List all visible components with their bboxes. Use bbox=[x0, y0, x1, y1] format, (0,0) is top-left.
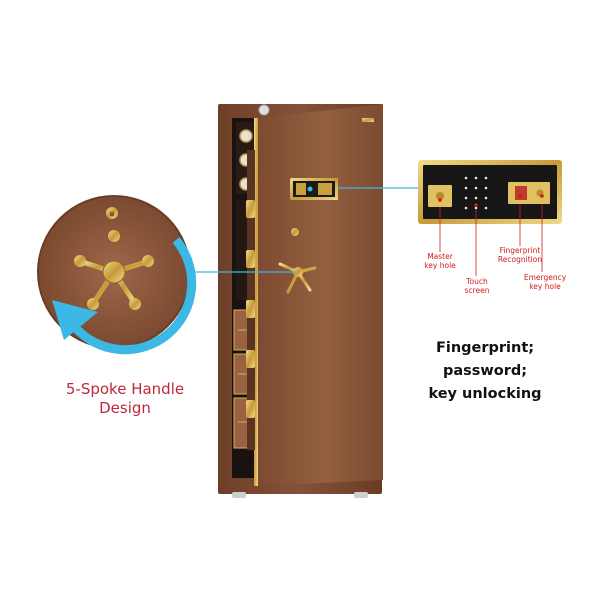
fingerprint-label-line2: Recognition bbox=[497, 255, 543, 264]
control-panel-zoom bbox=[418, 160, 562, 276]
handle-caption-line2: Design bbox=[99, 399, 151, 417]
touch-screen-label: Touch screen bbox=[452, 277, 502, 295]
handle-zoom-circle bbox=[37, 195, 197, 355]
emergency-label-line1: Emergency bbox=[523, 273, 567, 282]
touch-screen-label-line2: screen bbox=[464, 286, 490, 295]
master-key-hole-label-line2: key hole bbox=[424, 261, 456, 270]
unlock-caption-line2: password; bbox=[442, 363, 528, 379]
unlock-caption-line3: key unlocking bbox=[428, 386, 542, 402]
emergency-label-line2: key hole bbox=[529, 282, 561, 291]
emergency-key-hole-label: Emergency key hole bbox=[520, 273, 570, 291]
handle-caption-line1: 5-Spoke Handle bbox=[65, 380, 185, 398]
master-key-hole-label-line1: Master bbox=[427, 252, 453, 261]
fingerprint-recognition-label: Fingerprint Recognition bbox=[490, 246, 550, 264]
safe-door bbox=[246, 104, 383, 486]
unlock-caption-line1: Fingerprint; bbox=[435, 340, 535, 356]
fingerprint-label-line1: Fingerprint bbox=[499, 246, 541, 255]
rotate-arrow-icon bbox=[70, 237, 197, 355]
master-key-hole-label: Master key hole bbox=[414, 252, 466, 270]
unlock-methods-caption: Fingerprint; password; key unlocking bbox=[420, 337, 550, 406]
handle-caption: 5-Spoke Handle Design bbox=[40, 380, 210, 418]
touch-screen-label-line1: Touch bbox=[466, 277, 488, 286]
